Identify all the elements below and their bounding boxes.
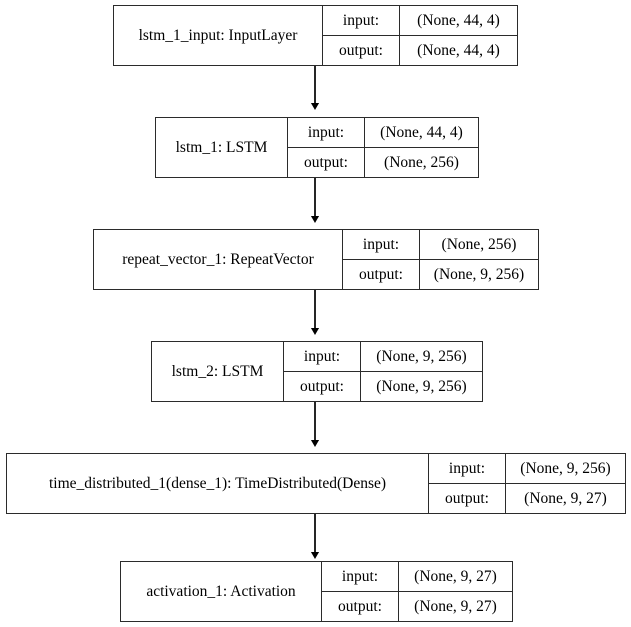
node-input-label-lstm_1_input: input: xyxy=(323,6,399,36)
node-title-lstm_1_input: lstm_1_input: InputLayer xyxy=(138,26,298,44)
node-output-label-activation_1: output: xyxy=(338,597,382,615)
node-title-lstm_2: lstm_2: LSTM xyxy=(171,362,264,380)
node-output-shape-lstm_2: (None, 9, 256) xyxy=(376,377,467,395)
node-io-labels-activation_1: input: output: xyxy=(321,562,398,621)
node-io-labels-lstm_1_input: input: output: xyxy=(322,6,399,65)
node-io-values-lstm_2: (None, 9, 256) (None, 9, 256) xyxy=(360,342,482,401)
node-output-shape-lstm_1: (None, 256) xyxy=(384,153,459,171)
node-title-activation_1: activation_1: Activation xyxy=(146,582,296,600)
node-output-label-lstm_2: output: xyxy=(300,377,344,395)
node-output-label-repeat_vector_1: output: xyxy=(359,265,403,283)
node-io-values-repeat_vector_1: (None, 256) (None, 9, 256) xyxy=(419,230,538,289)
node-output-shape-repeat_vector_1: (None, 9, 256) xyxy=(433,265,525,283)
graph-node-lstm_1[interactable]: lstm_1: LSTM input: output: (None, 44, 4… xyxy=(155,117,479,178)
node-input-label-lstm_1: input: xyxy=(288,118,364,148)
node-input-shape-lstm_1: (None, 44, 4) xyxy=(365,118,478,148)
node-output-shape-activation_1: (None, 9, 27) xyxy=(414,597,497,615)
node-output-label-time_distributed_1: output: xyxy=(445,489,489,507)
node-title-time_distributed_1: time_distributed_1(dense_1): TimeDistrib… xyxy=(48,474,387,492)
node-input-label-repeat_vector_1: input: xyxy=(343,230,419,260)
node-output-shape-time_distributed_1: (None, 9, 27) xyxy=(524,489,607,507)
node-input-shape-repeat_vector_1: (None, 256) xyxy=(420,230,538,260)
graph-node-lstm_1_input[interactable]: lstm_1_input: InputLayer input: output: … xyxy=(113,5,518,66)
node-io-labels-lstm_2: input: output: xyxy=(283,342,360,401)
node-io-labels-time_distributed_1: input: output: xyxy=(428,454,505,513)
node-output-label-lstm_1_input: output: xyxy=(339,41,383,59)
graph-node-repeat_vector_1[interactable]: repeat_vector_1: RepeatVector input: out… xyxy=(93,229,539,290)
graph-node-lstm_2[interactable]: lstm_2: LSTM input: output: (None, 9, 25… xyxy=(151,341,483,402)
graph-node-activation_1[interactable]: activation_1: Activation input: output: … xyxy=(120,561,513,622)
node-io-labels-repeat_vector_1: input: output: xyxy=(342,230,419,289)
node-input-shape-time_distributed_1: (None, 9, 256) xyxy=(506,454,625,484)
node-input-shape-lstm_2: (None, 9, 256) xyxy=(361,342,482,372)
node-input-label-lstm_2: input: xyxy=(284,342,360,372)
node-io-values-time_distributed_1: (None, 9, 256) (None, 9, 27) xyxy=(505,454,625,513)
node-output-label-lstm_1: output: xyxy=(304,153,348,171)
node-io-labels-lstm_1: input: output: xyxy=(287,118,364,177)
node-input-label-activation_1: input: xyxy=(322,562,398,592)
node-input-label-time_distributed_1: input: xyxy=(429,454,505,484)
node-io-values-lstm_1: (None, 44, 4) (None, 256) xyxy=(364,118,478,177)
node-title-repeat_vector_1: repeat_vector_1: RepeatVector xyxy=(122,250,314,268)
node-output-shape-lstm_1_input: (None, 44, 4) xyxy=(417,41,500,59)
node-title-lstm_1: lstm_1: LSTM xyxy=(175,138,268,156)
node-io-values-lstm_1_input: (None, 44, 4) (None, 44, 4) xyxy=(399,6,517,65)
node-input-shape-activation_1: (None, 9, 27) xyxy=(399,562,512,592)
node-io-values-activation_1: (None, 9, 27) (None, 9, 27) xyxy=(398,562,512,621)
graph-node-time_distributed_1[interactable]: time_distributed_1(dense_1): TimeDistrib… xyxy=(6,453,626,514)
node-input-shape-lstm_1_input: (None, 44, 4) xyxy=(400,6,517,36)
